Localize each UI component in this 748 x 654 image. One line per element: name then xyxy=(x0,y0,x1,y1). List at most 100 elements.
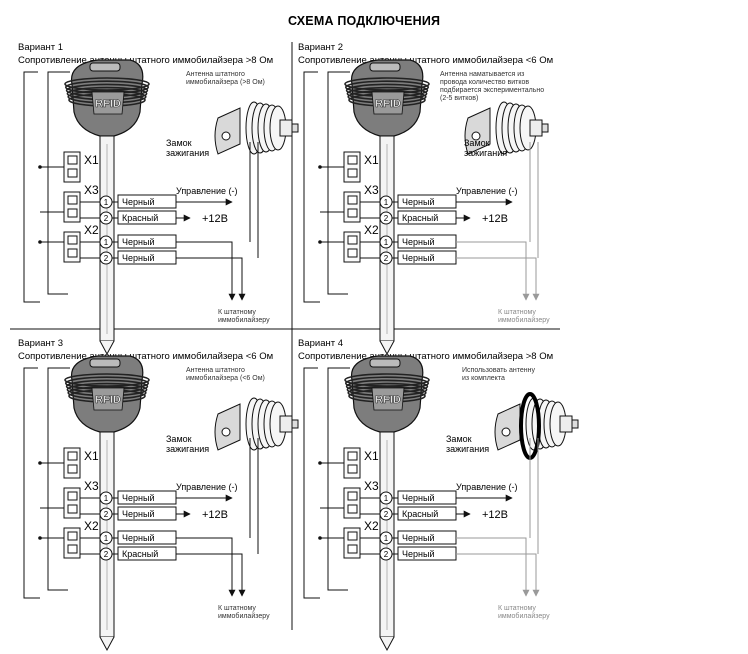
lock-label: зажигания xyxy=(166,148,209,158)
connector-label: X1 xyxy=(84,449,99,463)
antenna-note: Антенна наматывается из xyxy=(440,71,524,78)
to-immobilizer-label: К штатному xyxy=(218,605,256,612)
lock-key-hole xyxy=(221,427,231,437)
wire-label-text: Красный xyxy=(122,213,158,223)
frame-line xyxy=(303,367,320,599)
lock-key-head xyxy=(214,107,241,155)
connector-pin xyxy=(67,195,78,205)
rfid-plate xyxy=(91,91,125,115)
wire-label-text: Красный xyxy=(122,549,158,559)
connector-pin xyxy=(67,491,78,501)
connector-label: X3 xyxy=(84,479,99,493)
wire-label-text: Черный xyxy=(402,549,434,559)
ignition-lock xyxy=(214,397,299,451)
wire-label-text: Красный xyxy=(402,213,438,223)
to-immobilizer-label: иммобилайзеру xyxy=(218,316,270,324)
pin-number: 2 xyxy=(104,510,109,519)
frame-line xyxy=(47,367,70,591)
key-tip xyxy=(99,340,115,356)
immo-wire xyxy=(176,553,246,597)
connector-pin xyxy=(347,155,358,165)
frame-line xyxy=(23,367,40,599)
antenna-note: Антенна штатного xyxy=(186,367,245,374)
wire-label-text: Черный xyxy=(122,509,154,519)
connector-pin xyxy=(347,504,358,514)
connector-pin xyxy=(347,544,358,554)
connector-label: X3 xyxy=(364,479,379,493)
frame-line xyxy=(327,367,350,591)
variant-subtitle: Сопротивление антенны штатного иммобилай… xyxy=(298,55,553,66)
control-label: Управление (-) xyxy=(456,186,518,196)
connector-pin xyxy=(67,464,78,474)
antenna-note: подбирается экспериментально xyxy=(440,86,544,94)
variant-subtitle: Сопротивление антенны штатного иммобилай… xyxy=(18,351,273,362)
antenna-note: иммобилайзера (<6 Ом) xyxy=(186,374,265,382)
key-tip xyxy=(379,340,395,356)
junction-dot xyxy=(38,536,42,540)
connector-label: X2 xyxy=(364,223,379,237)
immo-wire xyxy=(456,537,530,597)
rfid-label: RFID xyxy=(375,394,401,406)
to-immobilizer-label: иммобилайзеру xyxy=(218,612,270,620)
lock-stem-end xyxy=(541,123,549,133)
to-immobilizer-label: иммобилайзеру xyxy=(498,316,550,324)
antenna-note: иммобилайзера (>8 Ом) xyxy=(186,78,265,86)
pin-number: 2 xyxy=(384,510,389,519)
key-slot xyxy=(89,358,121,368)
pin-number: 2 xyxy=(104,214,109,223)
wire-label-text: Черный xyxy=(122,533,154,543)
control-label: Управление (-) xyxy=(176,186,238,196)
pin-number: 2 xyxy=(384,214,389,223)
connector-pin xyxy=(347,208,358,218)
antenna-note: (2-5 витков) xyxy=(440,95,478,102)
connector-pin xyxy=(347,195,358,205)
connector-label: X1 xyxy=(364,153,379,167)
control-label: Управление (-) xyxy=(456,482,518,492)
key-tip xyxy=(99,636,115,652)
frame-line xyxy=(47,71,70,295)
frame-line xyxy=(303,71,320,303)
pin-number: 1 xyxy=(384,198,389,207)
connector-pin xyxy=(347,491,358,501)
wire-label-text: Черный xyxy=(402,253,434,263)
immo-wire xyxy=(176,257,246,301)
junction-dot xyxy=(318,536,322,540)
wire-label-text: Черный xyxy=(122,197,154,207)
connector-pin xyxy=(67,451,78,461)
lock-label: Замок xyxy=(464,138,490,148)
lock-stem-end xyxy=(291,123,299,133)
ignition-lock xyxy=(214,101,299,155)
lock-label: Замок xyxy=(166,434,192,444)
wire-label-text: Черный xyxy=(402,493,434,503)
pin-number: 1 xyxy=(384,534,389,543)
pin-number: 2 xyxy=(104,550,109,559)
junction-dot xyxy=(38,165,42,169)
pin-number: 1 xyxy=(384,494,389,503)
plus12v-label: +12В xyxy=(482,213,508,225)
antenna-note: Антенна штатного xyxy=(186,71,245,78)
plus12v-label: +12В xyxy=(482,509,508,521)
pin-number: 1 xyxy=(104,534,109,543)
junction-dot xyxy=(318,461,322,465)
connector-pin xyxy=(67,168,78,178)
connector-pin xyxy=(67,155,78,165)
variant-title: Вариант 4 xyxy=(298,338,343,349)
lock-key-hole xyxy=(221,131,231,141)
key-slot xyxy=(89,62,121,72)
lock-label: зажигания xyxy=(446,444,489,454)
lock-label: Замок xyxy=(166,138,192,148)
page-title: СХЕМА ПОДКЛЮЧЕНИЯ xyxy=(288,14,440,28)
connector-pin xyxy=(347,464,358,474)
rfid-label: RFID xyxy=(95,394,121,406)
lock-stem xyxy=(279,415,293,433)
to-immobilizer-label: К штатному xyxy=(498,309,536,316)
connector-pin xyxy=(67,531,78,541)
lock-stem xyxy=(279,119,293,137)
connector-pin xyxy=(67,544,78,554)
wire-label-text: Черный xyxy=(402,533,434,543)
key-slot xyxy=(369,62,401,72)
pin-number: 2 xyxy=(104,254,109,263)
